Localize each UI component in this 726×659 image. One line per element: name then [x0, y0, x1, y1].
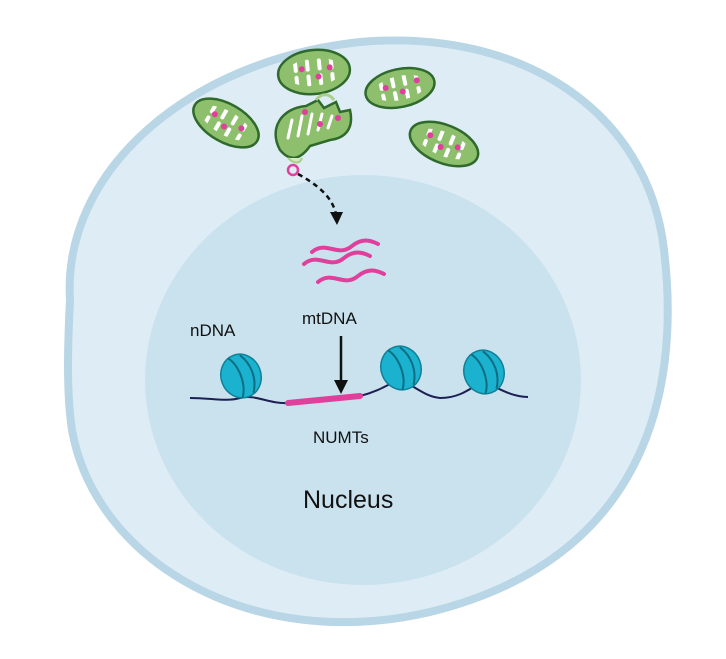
mitochondrion	[364, 66, 436, 110]
nucleosome	[380, 345, 422, 391]
mitochondrion	[276, 48, 352, 96]
damaged-mitochondrion	[274, 93, 353, 164]
numts-label: NUMTs	[313, 428, 369, 447]
import-arrow-head	[330, 212, 343, 225]
nucleus-label: Nucleus	[303, 486, 394, 514]
mtdna-label: mtDNA	[302, 309, 357, 328]
mitochondrion	[192, 97, 260, 149]
numts-insert	[285, 393, 363, 406]
import-arrow	[297, 172, 338, 215]
released-mtdna-circle	[286, 163, 300, 177]
mtdna-fragments	[302, 238, 386, 284]
nucleus	[145, 175, 581, 585]
nucleosome	[463, 349, 505, 395]
nucleosome	[220, 353, 262, 399]
mitochondrion	[408, 120, 480, 168]
ndna-label: nDNA	[190, 321, 236, 340]
insertion-arrow-head	[334, 380, 348, 394]
